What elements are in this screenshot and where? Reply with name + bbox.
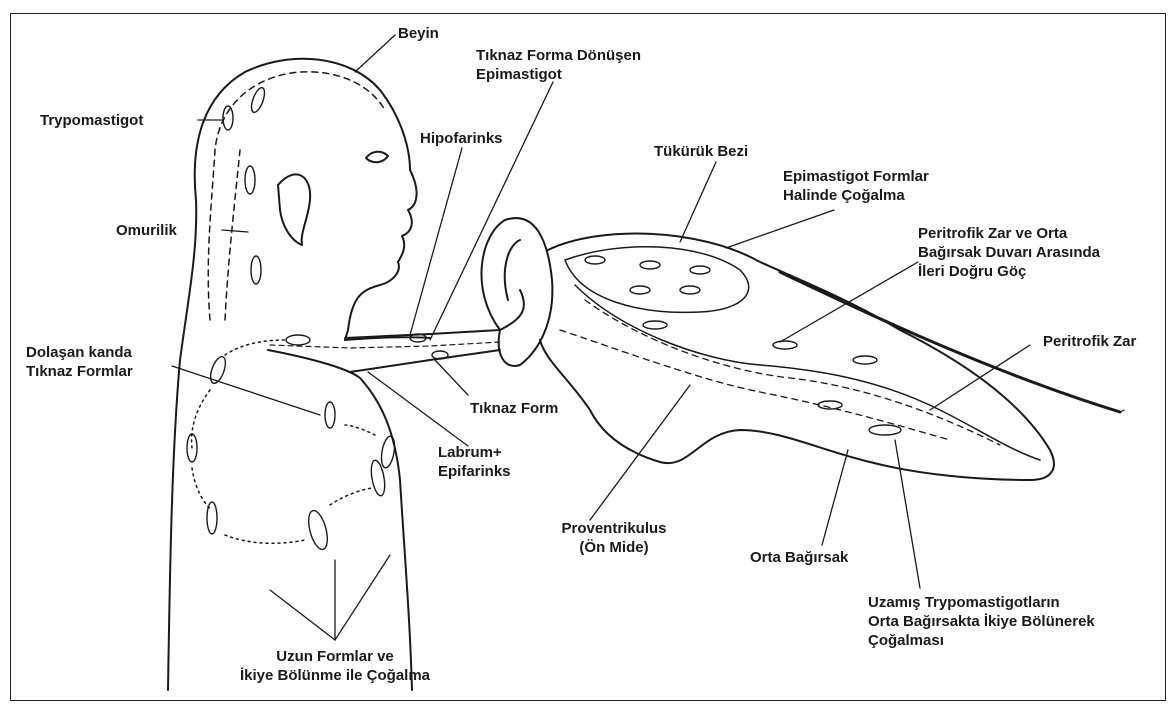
proboscis-dashed <box>270 342 500 348</box>
label-line: İkiye Bölünme ile Çoğalma <box>235 666 435 685</box>
label-trypomastigot: Trypomastigot <box>40 111 143 130</box>
trypanosome-cells <box>187 86 901 551</box>
spinal-pathway <box>225 150 240 320</box>
label-beyin: Beyin <box>398 24 439 43</box>
label-epimastigot-formlar: Epimastigot Formlar Halinde Çoğalma <box>783 167 929 205</box>
cycle-dotted-2 <box>192 390 210 448</box>
label-line: Labrum+ <box>438 443 511 462</box>
label-line: Epifarinks <box>438 462 511 481</box>
label-line: Çoğalması <box>868 631 1095 650</box>
label-line: Peritrofik Zar ve Orta <box>918 224 1100 243</box>
label-uzun-formlar: Uzun Formlar ve İkiye Bölünme ile Çoğalm… <box>235 647 435 685</box>
label-line: (Ön Mide) <box>549 538 679 557</box>
label-proventrikulus: Proventrikulus (Ön Mide) <box>549 519 679 557</box>
label-labrum: Labrum+ Epifarinks <box>438 443 511 481</box>
midgut-fold <box>575 285 1040 460</box>
ear-outline <box>278 174 310 245</box>
eye-outline <box>366 152 388 163</box>
label-line: Tıknaz Forma Dönüşen <box>476 46 641 65</box>
label-line: Dolaşan kanda <box>26 343 133 362</box>
label-line: Uzun Formlar ve <box>235 647 435 666</box>
label-line: Epimastigot Formlar <box>783 167 929 186</box>
label-tiknaz-forma-donusen: Tıknaz Forma Dönüşen Epimastigot <box>476 46 641 84</box>
label-line: Proventrikulus <box>549 519 679 538</box>
midgut-dashed-2 <box>560 330 950 440</box>
label-hipofarinks: Hipofarinks <box>420 129 503 148</box>
human-outline <box>168 59 417 690</box>
label-peritrofik-zar-ve-orta: Peritrofik Zar ve Orta Bağırsak Duvarı A… <box>918 224 1100 281</box>
label-tukuruk-bezi: Tükürük Bezi <box>654 142 748 161</box>
cycle-dotted-4 <box>225 535 305 543</box>
shoulder-lower <box>268 350 412 690</box>
label-dolasan-kanda: Dolaşan kanda Tıknaz Formlar <box>26 343 133 381</box>
cycle-dotted-5 <box>330 488 372 505</box>
label-line: Tıknaz Formlar <box>26 362 133 381</box>
label-tiknaz-form: Tıknaz Form <box>470 399 558 418</box>
label-line: Uzamış Trypomastigotların <box>868 593 1095 612</box>
label-line: İleri Doğru Göç <box>918 262 1100 281</box>
cycle-dotted-1 <box>225 340 285 355</box>
proboscis-lower <box>350 350 500 372</box>
label-uzamis-trypomastigotlarin: Uzamış Trypomastigotların Orta Bağırsakt… <box>868 593 1095 650</box>
label-orta-bagirsak: Orta Bağırsak <box>750 548 848 567</box>
cycle-dotted-6 <box>345 425 375 435</box>
label-line: Epimastigot <box>476 65 641 84</box>
label-line: Orta Bağırsakta İkiye Bölünerek <box>868 612 1095 631</box>
label-line: Halinde Çoğalma <box>783 186 929 205</box>
label-line: Bağırsak Duvarı Arasında <box>918 243 1100 262</box>
label-omurilik: Omurilik <box>116 221 177 240</box>
label-peritrofik-zar: Peritrofik Zar <box>1043 332 1136 351</box>
salivary-inner <box>505 240 520 300</box>
